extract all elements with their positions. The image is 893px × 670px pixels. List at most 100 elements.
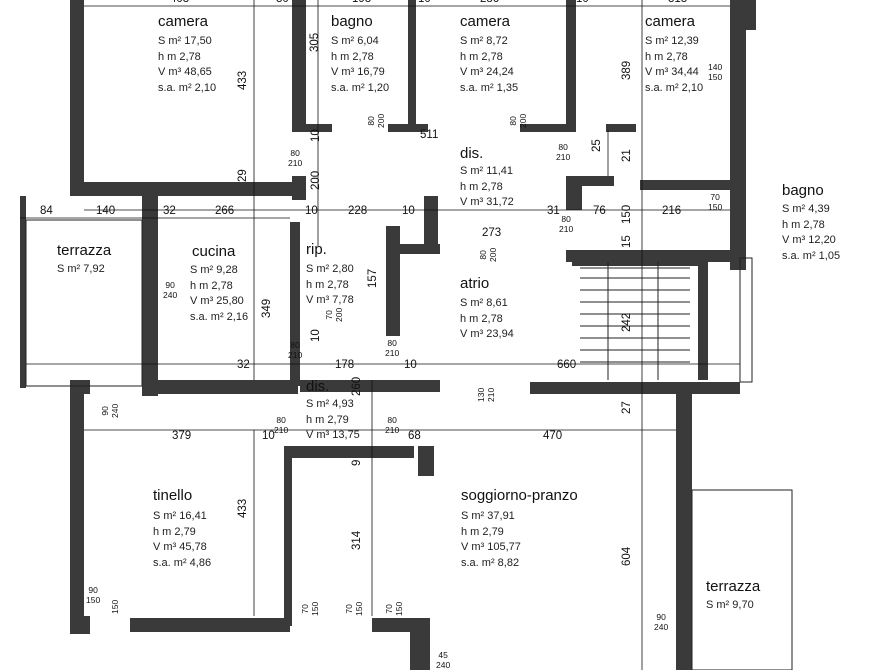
room-data-bagno-1: S m² 6,04 h m 2,78 V m³ 16,79 s.a. m² 1,… bbox=[331, 34, 389, 96]
opening-90-240-b: 90 240 bbox=[100, 403, 120, 418]
opening-80-210-a: 80 210 bbox=[288, 148, 303, 168]
opening-80-200-b: 80 200 bbox=[508, 113, 528, 128]
dim-200: 200 bbox=[310, 170, 322, 190]
volume: V m³ 105,77 bbox=[461, 541, 521, 553]
opening-130-210: 130 210 bbox=[476, 387, 496, 402]
opening-70-150-a: 70 150 bbox=[708, 192, 723, 212]
dim-32-a: 32 bbox=[163, 205, 176, 217]
room-name-camera-2: camera bbox=[460, 13, 511, 30]
volume: V m³ 31,72 bbox=[460, 196, 514, 208]
staircase bbox=[580, 262, 690, 380]
dim-389: 389 bbox=[621, 60, 633, 80]
dim-27: 27 bbox=[621, 401, 633, 414]
area: S m² 2,80 bbox=[306, 263, 354, 275]
volume: V m³ 34,44 bbox=[645, 66, 699, 78]
dim-76: 76 bbox=[593, 205, 606, 217]
room-data-tinello: S m² 16,41 h m 2,79 V m³ 45,78 s.a. m² 4… bbox=[153, 509, 211, 571]
opening-70-150-b: 70 150 bbox=[300, 601, 320, 616]
window: s.a. m² 2,10 bbox=[645, 81, 704, 94]
opening-80-200-c: 80 200 bbox=[478, 247, 498, 262]
dim-9: 9 bbox=[351, 459, 363, 466]
dim-10-v-b: 10 bbox=[310, 329, 322, 342]
height: h m 2,78 bbox=[460, 180, 503, 193]
room-name-terrazza-2: terrazza bbox=[706, 578, 761, 595]
area: S m² 16,41 bbox=[153, 510, 207, 522]
room-name-cucina: cucina bbox=[192, 243, 236, 260]
opening-90-240-c: 90 240 bbox=[654, 612, 669, 632]
volume: V m³ 12,20 bbox=[782, 234, 836, 246]
dim-178: 178 bbox=[335, 359, 355, 371]
area: S m² 37,91 bbox=[461, 510, 515, 522]
room-name-bagno-1: bagno bbox=[331, 13, 373, 30]
area: S m² 4,39 bbox=[782, 203, 830, 215]
window: s.a. m² 2,10 bbox=[158, 81, 217, 94]
height: h m 2,79 bbox=[306, 413, 349, 426]
room-name-camera-1: camera bbox=[158, 13, 209, 30]
area: S m² 11,41 bbox=[460, 165, 513, 177]
dim-403: 403 bbox=[170, 0, 189, 6]
area: S m² 8,72 bbox=[460, 35, 508, 47]
dim-15: 15 bbox=[621, 235, 633, 248]
room-data-camera-1: S m² 17,50 h m 2,78 V m³ 48,65 s.a. m² 2… bbox=[158, 34, 216, 96]
dim-216: 216 bbox=[662, 205, 682, 217]
area: S m² 12,39 bbox=[645, 35, 699, 47]
dim-157: 157 bbox=[367, 268, 379, 288]
room-name-dis-2: dis. bbox=[306, 378, 330, 395]
dim-198: 198 bbox=[352, 0, 371, 6]
opening-80-210-b: 80 210 bbox=[556, 142, 571, 162]
dim-379: 379 bbox=[172, 430, 192, 442]
dim-660: 660 bbox=[557, 359, 577, 371]
opening-140-150: 140 150 bbox=[708, 62, 723, 82]
window: s.a. m² 8,82 bbox=[461, 556, 520, 569]
volume: V m³ 16,79 bbox=[331, 66, 385, 78]
volume: V m³ 45,78 bbox=[153, 541, 207, 553]
room-name-dis-1: dis. bbox=[460, 145, 484, 162]
dim-10-top-b: 10 bbox=[576, 0, 589, 6]
dim-314: 314 bbox=[351, 530, 363, 550]
area: S m² 9,28 bbox=[190, 264, 238, 276]
height: h m 2,78 bbox=[645, 50, 688, 63]
opening-70-200: 70 200 bbox=[324, 307, 344, 322]
room-name-bagno-2: bagno bbox=[782, 182, 824, 199]
room-data-camera-3: S m² 12,39 h m 2,78 V m³ 34,44 s.a. m² 2… bbox=[645, 34, 703, 96]
opening-80-210-e: 80 210 bbox=[385, 338, 400, 358]
height: h m 2,78 bbox=[782, 218, 825, 231]
room-data-bagno-2: S m² 4,39 h m 2,78 V m³ 12,20 s.a. m² 1,… bbox=[782, 202, 840, 264]
opening-80-210-d: 80 210 bbox=[288, 340, 303, 360]
dim-32-b: 32 bbox=[237, 359, 250, 371]
dim-286: 286 bbox=[480, 0, 499, 6]
dim-273: 273 bbox=[482, 227, 502, 239]
volume: V m³ 7,78 bbox=[306, 294, 354, 306]
dim-10-low: 10 bbox=[404, 359, 417, 371]
room-name-terrazza-1: terrazza bbox=[57, 242, 112, 259]
window: s.a. m² 4,86 bbox=[153, 556, 212, 569]
room-data-atrio: S m² 8,61 h m 2,78 V m³ 23,94 bbox=[460, 296, 514, 343]
dim-242: 242 bbox=[621, 312, 633, 332]
opening-80-210-g: 80 210 bbox=[274, 415, 289, 435]
opening-70-150-d: 70 150 bbox=[384, 601, 404, 616]
height: h m 2,79 bbox=[461, 525, 504, 538]
opening-45-240: 45 240 bbox=[436, 650, 451, 670]
dim-433-b: 433 bbox=[237, 498, 249, 518]
window: s.a. m² 1,05 bbox=[782, 249, 841, 262]
area: S m² 8,61 bbox=[460, 297, 508, 309]
room-name-camera-3: camera bbox=[645, 13, 696, 30]
height: h m 2,78 bbox=[460, 50, 503, 63]
opening-80-210-c: 80 210 bbox=[559, 214, 574, 234]
dim-266: 266 bbox=[215, 205, 235, 217]
area: S m² 7,92 bbox=[57, 263, 105, 275]
dim-150: 150 bbox=[621, 204, 633, 224]
dim-604: 604 bbox=[621, 546, 633, 566]
room-name-soggiorno-pranzo: soggiorno-pranzo bbox=[461, 487, 578, 504]
area: S m² 4,93 bbox=[306, 398, 354, 410]
window: s.a. m² 2,16 bbox=[190, 310, 249, 323]
dim-470: 470 bbox=[543, 430, 563, 442]
dim-511: 511 bbox=[420, 129, 439, 141]
height: h m 2,78 bbox=[331, 50, 374, 63]
area: S m² 6,04 bbox=[331, 35, 379, 47]
dim-140: 140 bbox=[96, 205, 116, 217]
volume: V m³ 23,94 bbox=[460, 328, 514, 340]
dim-305: 305 bbox=[309, 32, 321, 52]
height: h m 2,78 bbox=[158, 50, 201, 63]
